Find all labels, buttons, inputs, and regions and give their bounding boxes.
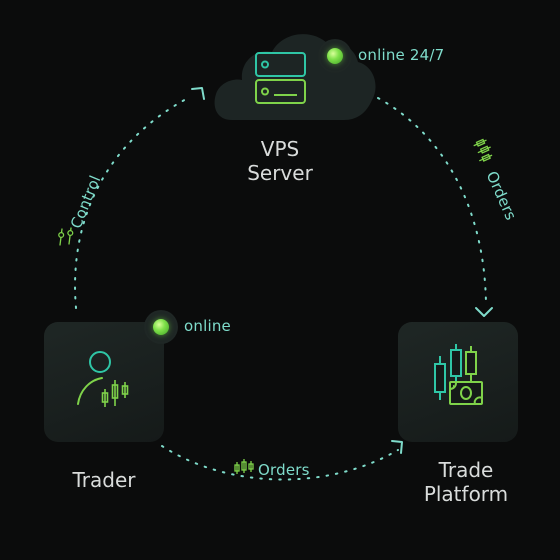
edge-label-server-to-platform: Orders: [473, 138, 521, 223]
status-online-icon: [144, 310, 178, 344]
server-status: online 24/7: [358, 46, 445, 64]
money-icon: [449, 381, 483, 405]
candlestick-chart-icon: [101, 380, 129, 407]
trader-card: [44, 322, 164, 442]
server-label: VPS Server: [247, 137, 313, 185]
platform-label: Trade Platform: [423, 458, 509, 506]
user-icon: [77, 351, 129, 407]
sliders-icon: [58, 227, 74, 246]
arrow-head-icon: [475, 307, 493, 317]
edge-label-trader-to-platform: Orders: [258, 461, 310, 479]
arrow-head-icon: [391, 440, 403, 454]
server-cloud: [214, 34, 376, 120]
arrow-head-icon: [191, 87, 205, 100]
edge-trader-to-platform: [161, 445, 399, 481]
server-icon: [255, 52, 306, 104]
trader-status: online: [184, 317, 231, 335]
candlestick-chart-icon: [473, 138, 493, 162]
status-online-icon: [318, 39, 352, 73]
candlestick-chart-icon: [234, 459, 254, 474]
candlestick-chart-icon: [434, 344, 483, 405]
trader-label: Trader: [72, 468, 136, 492]
platform-card: [398, 322, 518, 442]
edge-trader-to-server: [74, 97, 189, 309]
edge-server-to-platform: [377, 97, 487, 306]
